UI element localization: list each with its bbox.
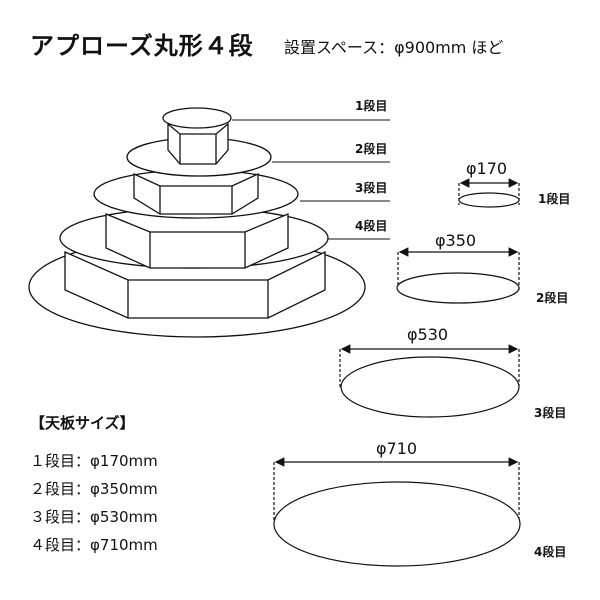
- illustration-label-tier4: 4段目: [355, 218, 387, 233]
- diameter-label-tier4: φ710: [376, 439, 417, 458]
- top-label-tier4: 4段目: [534, 544, 566, 559]
- tier2-body: [133, 172, 259, 215]
- spec-row-tier2: ２段目：φ350mm: [30, 480, 158, 498]
- illustration-label-tier3: 3段目: [355, 180, 387, 195]
- top-plate-tier3: [339, 344, 520, 418]
- top-label-tier2: 2段目: [536, 290, 568, 305]
- top-plate-tier1: [458, 178, 520, 208]
- diameter-label-tier3: φ530: [407, 325, 448, 344]
- spec-row-tier3: ３段目：φ530mm: [30, 508, 158, 526]
- tier4-body: [64, 250, 326, 319]
- stand-illustration: [28, 107, 366, 338]
- illustration-label-tier2: 2段目: [355, 141, 387, 156]
- tier3-body: [105, 213, 289, 269]
- installation-space-note: 設置スペース：φ900mm ほど: [284, 38, 504, 57]
- spec-row-tier4: ４段目：φ710mm: [30, 536, 158, 554]
- tier1-body: [167, 122, 229, 165]
- leader-lines: [232, 119, 390, 240]
- specs-heading: 【天板サイズ】: [30, 414, 135, 432]
- top-label-tier3: 3段目: [534, 405, 566, 420]
- page-title: アプローズ丸形４段: [30, 32, 254, 60]
- spec-row-tier1: １段目：φ170mm: [30, 452, 158, 470]
- diameter-label-tier2: φ350: [435, 231, 476, 250]
- tier1-top: [162, 107, 232, 129]
- diameter-label-tier1: φ170: [466, 159, 507, 178]
- illustration-label-tier1: 1段目: [355, 98, 387, 113]
- top-plate-tier4: [273, 457, 521, 567]
- top-label-tier1: 1段目: [538, 191, 570, 206]
- top-plate-tier2: [396, 247, 520, 304]
